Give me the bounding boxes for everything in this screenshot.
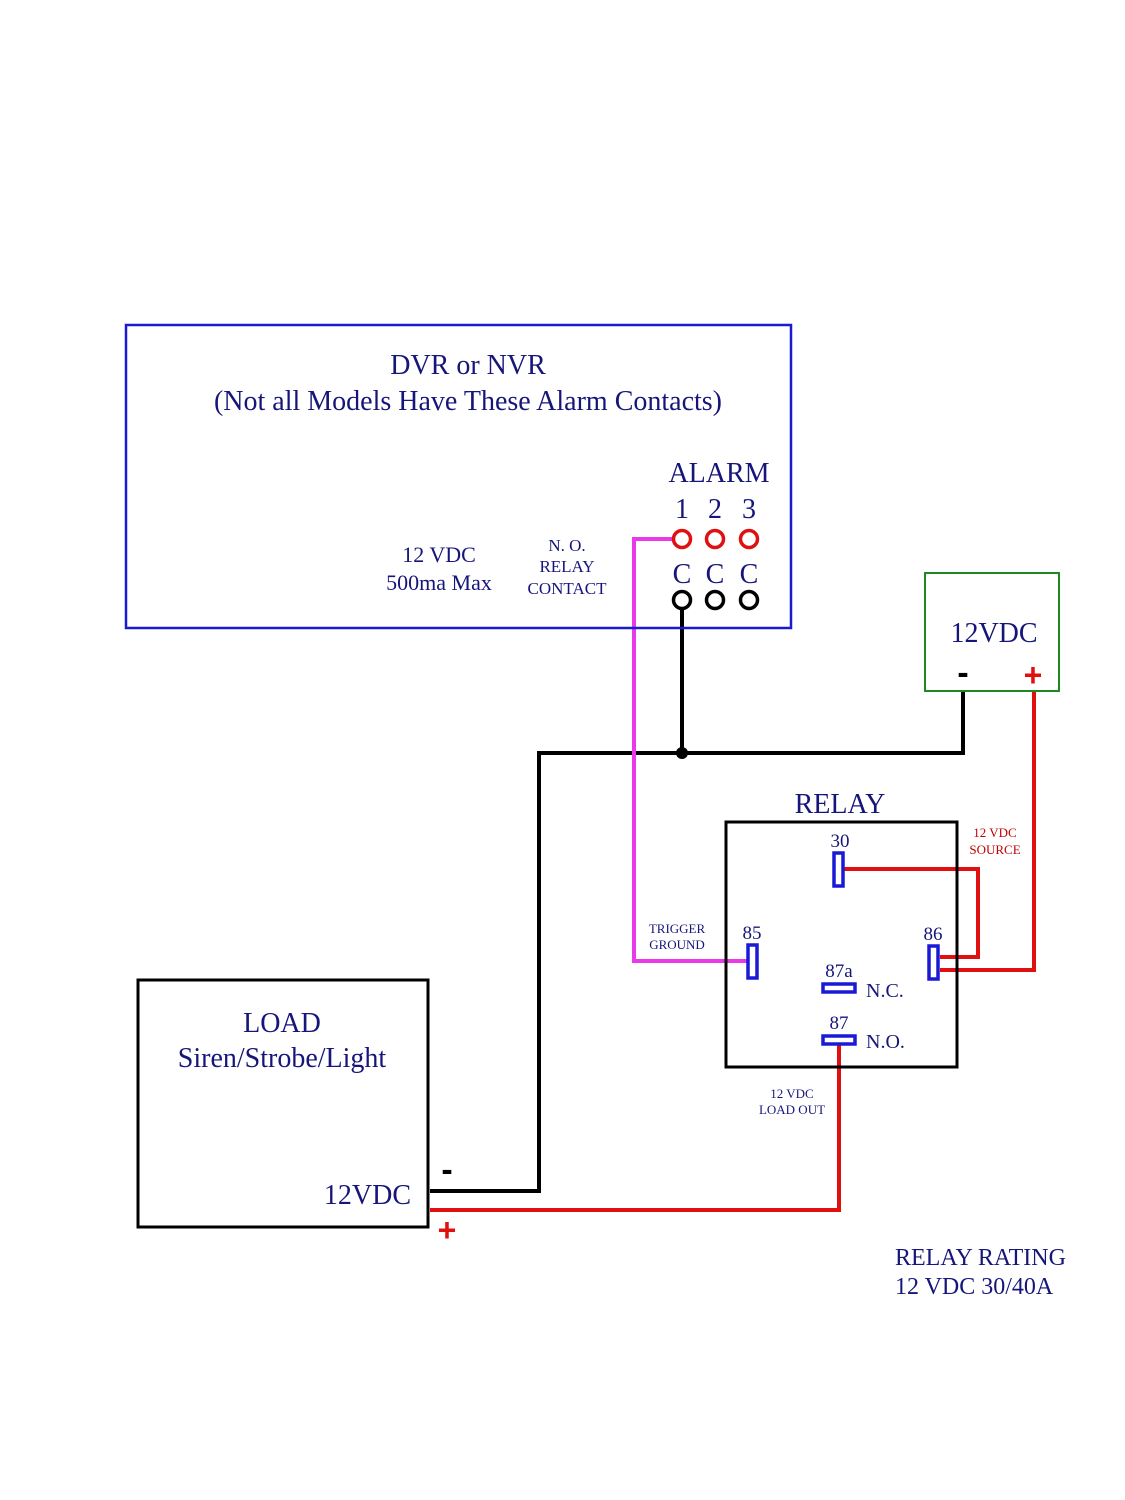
supply-positive-wire — [940, 690, 1036, 972]
pin-30-terminal — [832, 851, 845, 888]
alarm-common-label-2: C — [706, 559, 725, 590]
alarm-label: ALARM — [668, 458, 769, 489]
alarm-common-terminal-2 — [704, 589, 726, 611]
alarm-number-3: 3 — [742, 494, 756, 525]
alarm-common-label-3: C — [740, 559, 759, 590]
contact-label-line1: N. O. — [548, 536, 585, 555]
loadout-label-line1: 12 VDC — [770, 1086, 813, 1101]
trigger-label-line2: GROUND — [649, 937, 705, 952]
alarm-common-terminal-3 — [738, 589, 760, 611]
loadout-label-line2: LOAD OUT — [759, 1102, 825, 1117]
dvr-subtitle: (Not all Models Have These Alarm Contact… — [214, 386, 722, 417]
alarm-no-terminal-1 — [671, 528, 693, 550]
supply-minus-terminal: - — [957, 654, 968, 692]
relay-rating-line2: 12 VDC 30/40A — [895, 1274, 1054, 1300]
source-label-line2: SOURCE — [969, 842, 1020, 857]
dvr-box — [124, 323, 793, 630]
pin-85-terminal — [746, 943, 759, 980]
contact-label-line3: CONTACT — [528, 579, 608, 598]
load-subtitle: Siren/Strobe/Light — [178, 1043, 387, 1074]
load-voltage-label: 12VDC — [324, 1180, 411, 1211]
ground-wire — [430, 690, 965, 1193]
relay-rating-line1: RELAY RATING — [895, 1245, 1066, 1271]
load-title: LOAD — [243, 1008, 321, 1039]
load-plus-terminal: + — [438, 1212, 457, 1248]
alarm-common-label-1: C — [673, 559, 692, 590]
pin-87a-terminal — [821, 982, 857, 994]
ground-junction-dot — [676, 747, 688, 759]
source-label-line1: 12 VDC — [973, 825, 1016, 840]
power-supply-label: 12VDC — [950, 618, 1037, 649]
contact-label-line2: RELAY — [539, 557, 594, 576]
load-minus-terminal: - — [441, 1151, 452, 1189]
dvr-title: DVR or NVR — [390, 350, 546, 381]
pin-87-label: 87 — [830, 1013, 849, 1034]
alarm-number-2: 2 — [708, 494, 722, 525]
relay-box — [724, 820, 959, 1069]
supply-plus-terminal: + — [1024, 657, 1043, 693]
trigger-label-line1: TRIGGER — [649, 921, 706, 936]
trigger-wire — [632, 537, 748, 963]
pin-85-label: 85 — [743, 923, 762, 944]
alarm-no-terminal-3 — [738, 528, 760, 550]
pin-86-label: 86 — [924, 924, 943, 945]
load-box — [136, 978, 430, 1229]
nc-label: N.C. — [866, 980, 904, 1002]
alarm-no-terminal-2 — [704, 528, 726, 550]
relay-30-to-86-wire — [844, 867, 980, 959]
pin-30-label: 30 — [831, 831, 850, 852]
power-supply-box — [924, 572, 1060, 692]
pin-86-terminal — [927, 944, 940, 981]
pin-87a-label: 87a — [825, 961, 853, 982]
pin-87-terminal — [821, 1034, 857, 1046]
alarm-common-terminal-1 — [671, 589, 693, 611]
dvr-rating-line1: 12 VDC — [402, 542, 476, 567]
relay-title: RELAY — [795, 789, 886, 820]
no-label: N.O. — [866, 1031, 905, 1053]
dvr-rating-line2: 500ma Max — [386, 570, 492, 595]
load-positive-wire — [430, 1044, 841, 1212]
alarm-number-1: 1 — [675, 494, 689, 525]
